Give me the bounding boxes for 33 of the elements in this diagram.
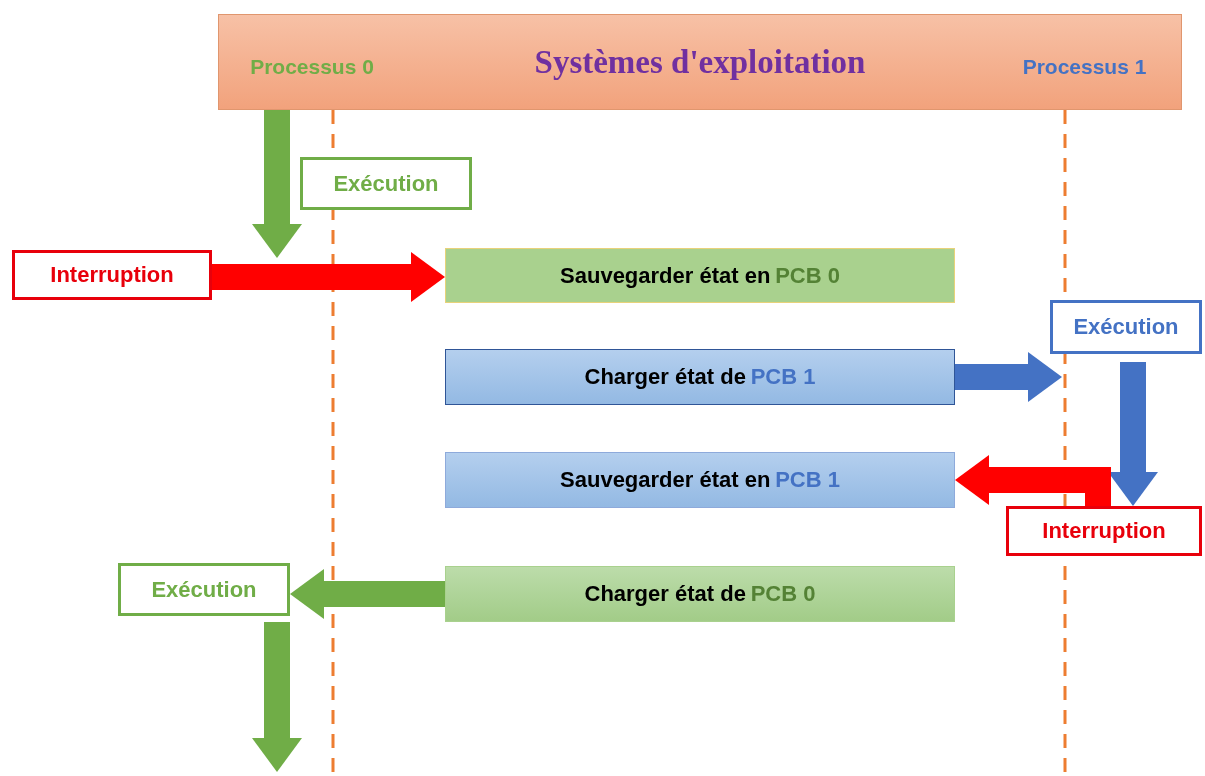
process-label: Processus 1 bbox=[1022, 55, 1147, 79]
block-arrow bbox=[955, 455, 1111, 506]
step-box bbox=[445, 248, 955, 303]
pcb-label: PCB 1 bbox=[750, 364, 816, 390]
state-box bbox=[1050, 300, 1202, 354]
pcb-label: PCB 1 bbox=[775, 467, 840, 493]
state-box bbox=[12, 250, 212, 300]
pcb-label: PCB 0 bbox=[750, 581, 816, 607]
block-arrow bbox=[955, 352, 1062, 402]
block-arrow bbox=[252, 622, 302, 772]
step-text: Charger état de bbox=[584, 581, 746, 607]
step-box bbox=[445, 452, 955, 508]
state-label: Exécution bbox=[333, 170, 439, 197]
state-label: Exécution bbox=[151, 576, 257, 603]
state-label: Interruption bbox=[1042, 518, 1166, 544]
block-arrow bbox=[290, 569, 445, 619]
state-label: Interruption bbox=[50, 262, 174, 288]
block-arrow bbox=[212, 252, 445, 302]
state-box bbox=[1006, 506, 1202, 556]
state-label: Exécution bbox=[1073, 314, 1179, 340]
step-box bbox=[445, 566, 955, 622]
step-text: Charger état de bbox=[584, 364, 746, 390]
title: Systèmes d'exploitation bbox=[534, 43, 866, 81]
pcb-label: PCB 0 bbox=[775, 262, 840, 289]
process-label: Processus 0 bbox=[250, 55, 374, 79]
step-text: Sauvegarder état en bbox=[560, 262, 771, 289]
header-band bbox=[218, 14, 1182, 110]
state-box bbox=[300, 157, 472, 210]
state-box bbox=[118, 563, 290, 616]
block-arrow bbox=[1108, 362, 1158, 506]
step-box bbox=[445, 349, 955, 405]
step-text: Sauvegarder état en bbox=[560, 467, 771, 493]
block-arrow bbox=[252, 110, 302, 258]
